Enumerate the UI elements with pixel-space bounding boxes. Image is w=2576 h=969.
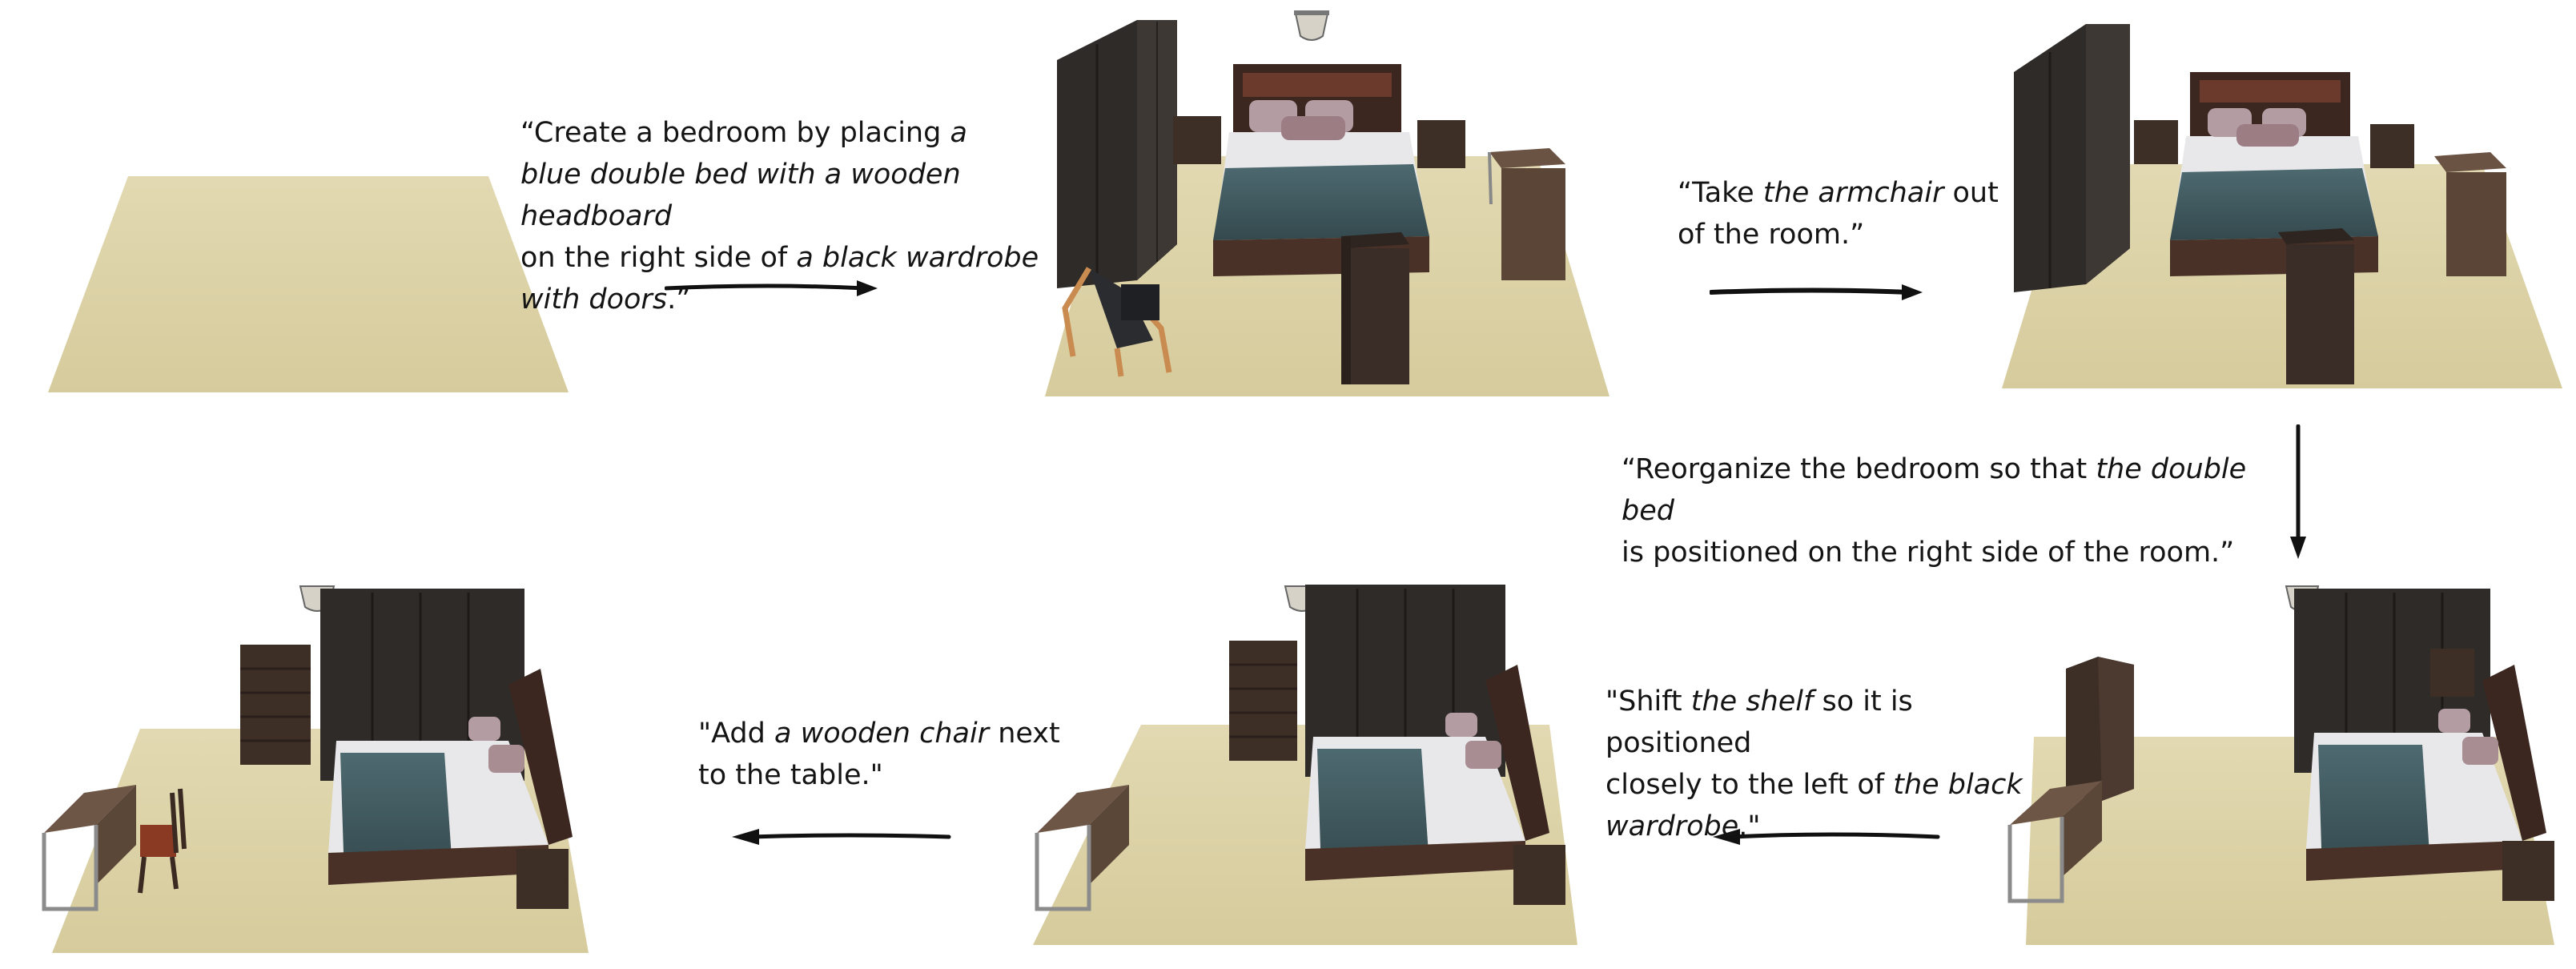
- caption-shift-shelf: "Shift the shelf so it is positioned clo…: [1605, 686, 2023, 842]
- nightstand: [2430, 649, 2474, 697]
- scene-bedroom-no-armchair: [1998, 16, 2566, 392]
- floor: [1045, 156, 1609, 396]
- arrow-left-icon: [729, 821, 953, 853]
- dresser: [1341, 232, 1409, 384]
- shelf: [1229, 641, 1297, 761]
- caption-remove-armchair: “Take the armchair out of the room.”: [1678, 177, 1999, 251]
- arrow-left-icon: [1710, 821, 1942, 853]
- side-desk: [1488, 148, 1565, 280]
- dresser: [2278, 228, 2354, 384]
- floor: [48, 176, 569, 392]
- scene-empty-floor: [40, 168, 585, 400]
- shelf: [240, 645, 311, 765]
- nightstand: [1417, 120, 1465, 168]
- arrow-down-icon: [2282, 424, 2314, 561]
- ceiling-lamp-icon: [1294, 10, 1329, 41]
- caption-create-bedroom: “Create a bedroom by placing a blue doub…: [520, 117, 1039, 316]
- double-bed: [1305, 665, 1549, 881]
- shelf: [2066, 657, 2134, 801]
- side-desk: [2434, 152, 2506, 276]
- arrow-right-icon: [1710, 276, 1926, 308]
- double-bed: [328, 669, 573, 885]
- double-bed: [2170, 72, 2378, 276]
- desk: [1035, 785, 1129, 911]
- desk: [2007, 781, 2102, 903]
- desk: [42, 785, 136, 911]
- armchair: [1062, 267, 1172, 377]
- scene-chair-added: [36, 577, 597, 957]
- nightstand: [516, 849, 569, 909]
- wardrobe: [2014, 24, 2130, 292]
- caption-reorganize-bedroom: “Reorganize the bedroom so that the doub…: [1622, 453, 2247, 569]
- caption-add-wooden-chair: "Add a wooden chair next to the table.": [698, 718, 1060, 791]
- wooden-chair: [138, 788, 187, 894]
- scene-bedroom-initial: [1041, 4, 1618, 404]
- floor: [2002, 164, 2562, 388]
- nightstand: [2134, 120, 2178, 164]
- scene-shelf-moved: [1029, 577, 1589, 957]
- double-bed: [2306, 665, 2546, 881]
- wardrobe: [1057, 20, 1177, 288]
- nightstand: [2502, 841, 2554, 901]
- scene-bed-right: [2002, 577, 2570, 957]
- nightstand: [2370, 124, 2414, 168]
- arrow-right-icon: [665, 272, 881, 304]
- nightstand: [1513, 845, 1565, 905]
- nightstand: [1173, 116, 1221, 164]
